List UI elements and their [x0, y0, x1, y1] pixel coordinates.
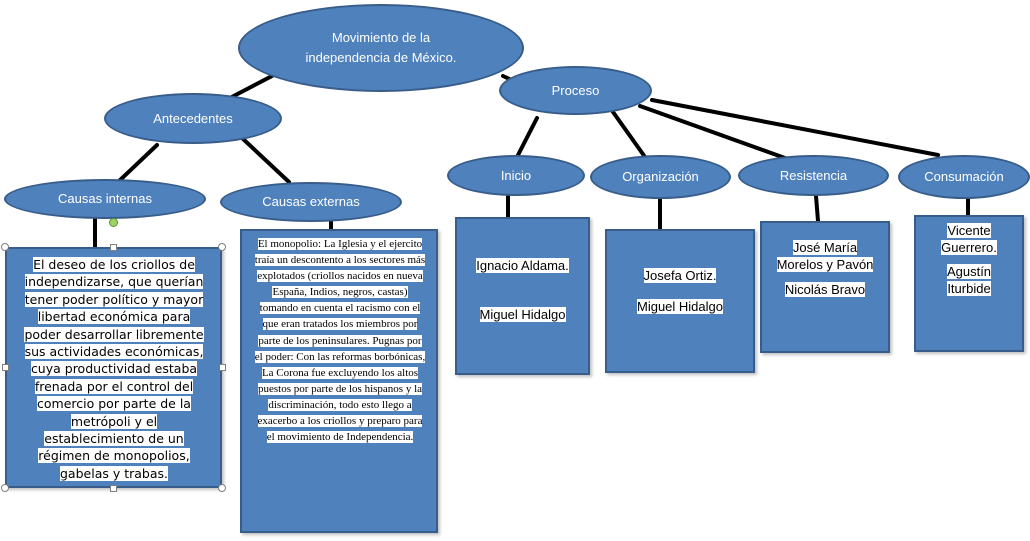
resize-handle-right[interactable]	[219, 364, 226, 371]
root-node[interactable]: Movimiento de la independencia de México…	[238, 4, 524, 92]
root-node-label: Movimiento de la independencia de México…	[305, 30, 457, 65]
causas-internas-text-area: El deseo de los criollos de independizar…	[19, 256, 209, 482]
resize-handle-top-left[interactable]	[1, 243, 9, 251]
resize-handle-left[interactable]	[2, 364, 9, 371]
resistencia-names: José María Morelos y Pavón Nicolás Bravo	[768, 239, 882, 298]
connector-antecedentes-causas-externas	[240, 136, 291, 184]
connector-proceso-organizacion	[611, 110, 647, 159]
connector-resistencia-box	[814, 194, 820, 223]
organizacion-name-2: Miguel Hidalgo	[637, 299, 723, 314]
antecedentes-label: Antecedentes	[153, 110, 233, 126]
inicio-names: Ignacio Aldama. Miguel Hidalgo	[457, 257, 588, 323]
inicio-name-1: Ignacio Aldama.	[476, 258, 569, 273]
consumacion-names: Vicente Guerrero. Agustín Iturbide	[936, 222, 1002, 297]
consumacion-name-2: Agustín Iturbide	[946, 264, 992, 296]
connector-proceso-resistencia	[638, 104, 787, 160]
causas-externas-node[interactable]: Causas externas	[220, 182, 402, 222]
resize-handle-bottom-right[interactable]	[218, 484, 226, 492]
causas-internas-node[interactable]: Causas internas	[4, 179, 206, 219]
resize-handle-top[interactable]	[110, 244, 117, 251]
consumacion-label: Consumación	[924, 169, 1004, 184]
organizacion-name-1: Josefa Ortiz.	[643, 268, 717, 283]
resistencia-label: Resistencia	[779, 167, 848, 183]
resistencia-name-1: José María Morelos y Pavón	[776, 240, 874, 272]
causas-internas-label: Causas internas	[58, 191, 152, 206]
causas-externas-label: Causas externas	[262, 194, 360, 209]
resize-handle-bottom[interactable]	[110, 485, 117, 492]
causas-internas-text: El deseo de los criollos de independizar…	[24, 257, 204, 481]
causas-externas-text-area: El monopolio: La Iglesia y el ejercito t…	[254, 236, 426, 445]
connector-proceso-inicio	[515, 116, 539, 159]
resize-handle-top-right[interactable]	[218, 243, 226, 251]
organizacion-label: Organización	[622, 169, 699, 184]
connector-antecedentes-causas-internas	[116, 143, 159, 184]
resistencia-name-2: Nicolás Bravo	[784, 282, 866, 297]
inicio-node[interactable]: Inicio	[447, 155, 585, 196]
connector-proceso-consumacion	[650, 98, 940, 157]
antecedentes-node[interactable]: Antecedentes	[104, 93, 282, 144]
inicio-box[interactable]	[455, 217, 590, 375]
resistencia-node[interactable]: Resistencia	[738, 155, 889, 196]
inicio-label: Inicio	[500, 167, 532, 183]
proceso-node[interactable]: Proceso	[499, 66, 652, 115]
consumacion-name-1: Vicente Guerrero.	[941, 223, 997, 255]
proceso-label: Proceso	[551, 82, 600, 98]
inicio-name-2: Miguel Hidalgo	[479, 307, 566, 322]
rotate-handle[interactable]	[109, 218, 118, 227]
organizacion-names: Josefa Ortiz. Miguel Hidalgo	[607, 267, 753, 315]
organizacion-node[interactable]: Organización	[590, 155, 731, 199]
resize-handle-bottom-left[interactable]	[1, 484, 9, 492]
causas-externas-text: El monopolio: La Iglesia y el ejercito t…	[254, 238, 426, 444]
consumacion-node[interactable]: Consumación	[898, 155, 1030, 199]
